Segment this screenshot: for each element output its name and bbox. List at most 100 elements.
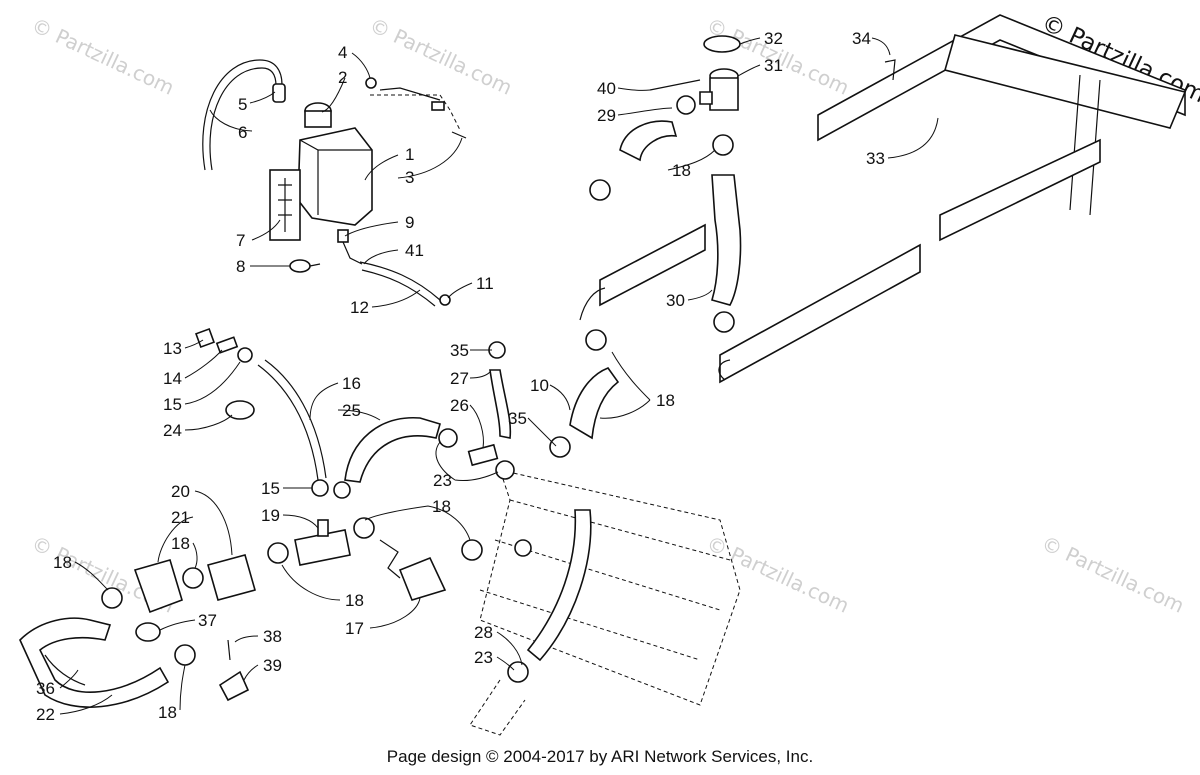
overflow-hose-inner — [209, 67, 277, 171]
callout-27: 27 — [450, 369, 469, 388]
reservoir-group — [202, 59, 467, 307]
callout-8: 8 — [236, 257, 245, 276]
callout-5: 5 — [238, 95, 247, 114]
callout-20: 20 — [171, 482, 190, 501]
hose-fitting — [272, 83, 286, 103]
callout-38: 38 — [263, 627, 282, 646]
callout-37: 37 — [198, 611, 217, 630]
tunnel-group — [344, 329, 741, 736]
right-heat-exchanger — [719, 243, 921, 384]
clamp — [712, 134, 734, 156]
clamp — [676, 95, 696, 115]
tube-17 — [398, 556, 447, 601]
housing-21 — [133, 559, 183, 614]
callout-16: 16 — [342, 374, 361, 393]
clamp — [549, 436, 571, 458]
watermark: © Partzilla.com — [28, 13, 178, 100]
callout-6: 6 — [238, 123, 247, 142]
filler-neck-outlet — [699, 91, 713, 105]
callout-3: 3 — [405, 168, 414, 187]
exchanger-elbow — [579, 287, 606, 321]
callout-24: 24 — [163, 421, 182, 440]
convoluted-section — [44, 654, 86, 686]
callout-18: 18 — [672, 161, 691, 180]
callout-29: 29 — [597, 106, 616, 125]
hose-16-inner — [264, 359, 327, 479]
callout-9: 9 — [405, 213, 414, 232]
callout-15-b: 15 — [261, 479, 280, 498]
callout-32: 32 — [764, 29, 783, 48]
zigzag-line — [379, 539, 401, 579]
callout-2: 2 — [338, 68, 347, 87]
radiator-cap — [703, 35, 741, 53]
hose-10 — [569, 367, 620, 440]
screw — [451, 131, 467, 139]
callout-18-d: 18 — [53, 553, 72, 572]
clamp — [507, 661, 529, 683]
hose-22 — [19, 617, 170, 708]
callout-36: 36 — [36, 679, 55, 698]
bleed-screw — [195, 328, 215, 348]
callout-17: 17 — [345, 619, 364, 638]
reservoir-cap-body — [304, 110, 332, 128]
hose-16 — [257, 364, 319, 481]
callout-18-f: 18 — [345, 591, 364, 610]
hose-28 — [526, 509, 592, 662]
clamp — [101, 587, 123, 609]
callout-22: 22 — [36, 705, 55, 724]
callout-21: 21 — [171, 508, 190, 527]
bracket-line — [379, 87, 441, 101]
clamp-15 — [237, 347, 253, 363]
clamp — [353, 517, 375, 539]
callout-40: 40 — [597, 79, 616, 98]
tee-fitting — [467, 443, 499, 467]
callout-12: 12 — [350, 298, 369, 317]
callout-31: 31 — [764, 56, 783, 75]
callout-26: 26 — [450, 396, 469, 415]
side-heat-exchanger — [939, 138, 1101, 242]
callout-13: 13 — [163, 339, 182, 358]
clamp-tab — [309, 263, 321, 267]
watermark: © Partzilla.com — [366, 13, 516, 100]
clamp — [461, 539, 483, 561]
clamp — [182, 567, 204, 589]
leader-lines — [59, 37, 939, 715]
elbow-fitting — [342, 241, 363, 265]
exchanger-top-plate — [944, 34, 1187, 129]
drain-hose-inner — [361, 269, 436, 307]
callout-11: 11 — [476, 274, 494, 293]
callout-25: 25 — [342, 401, 361, 420]
callout-23: 23 — [433, 471, 452, 490]
tunnel-lines — [479, 499, 731, 661]
hose-27 — [489, 369, 512, 439]
callout-7: 7 — [236, 231, 245, 250]
clamp — [585, 329, 607, 351]
callout-35: 35 — [450, 341, 469, 360]
clamp — [589, 179, 611, 201]
callout-19: 19 — [261, 506, 280, 525]
callout-34: 34 — [852, 29, 871, 48]
left-heat-exchanger — [599, 223, 706, 307]
clamp — [713, 311, 735, 333]
callout-35-b: 35 — [508, 409, 527, 428]
footer-credit: Page design © 2004-2017 by ARI Network S… — [387, 747, 813, 766]
clamp — [333, 481, 351, 499]
hose-plug — [439, 294, 451, 306]
tee-stem — [317, 519, 329, 537]
clamp — [267, 542, 289, 564]
callout-18-c: 18 — [171, 534, 190, 553]
clamp — [495, 460, 515, 480]
callout-1: 1 — [405, 145, 414, 164]
coolant-reservoir — [297, 127, 373, 226]
hose-clamp — [289, 259, 311, 273]
callout-labels: 4 2 5 6 1 3 7 9 41 8 11 12 32 31 40 29 1… — [36, 29, 885, 724]
decal-markings — [278, 178, 292, 232]
fitting-14 — [215, 336, 239, 354]
drain-hose — [359, 261, 441, 301]
hose-25 — [344, 417, 441, 483]
bracket-tab — [431, 101, 445, 111]
callout-18-e: 18 — [432, 497, 451, 516]
overflow-hose — [202, 59, 283, 171]
callout-14: 14 — [163, 369, 182, 388]
